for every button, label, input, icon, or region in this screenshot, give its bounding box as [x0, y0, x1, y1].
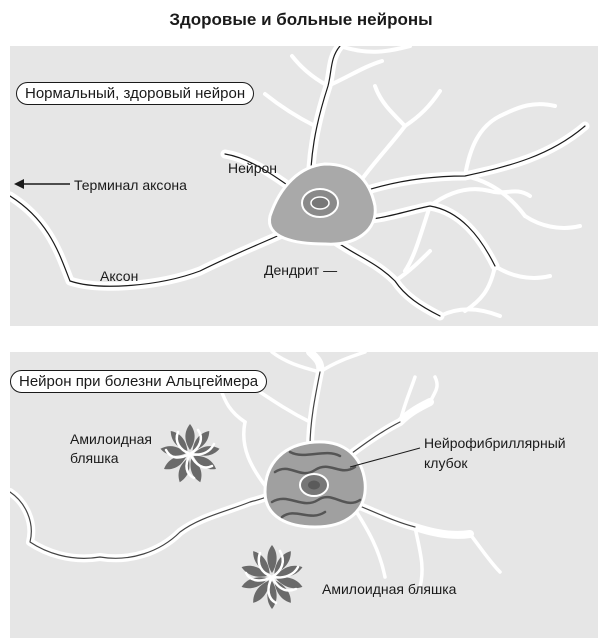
- dendrite-label: Дендрит —: [264, 262, 338, 278]
- neurofibrillary-tangle-label: Нейрофибриллярный клубок: [424, 435, 566, 471]
- diagram-title: Здоровые и больные нейроны: [169, 10, 433, 29]
- amyloid-plaque-label-2: Амилоидная бляшка: [322, 581, 457, 597]
- healthy-neuron-illustration: [10, 46, 590, 321]
- amyloid-plaque-2: [241, 545, 303, 609]
- axon-terminal-label: Терминал аксона: [74, 177, 187, 193]
- healthy-neuron-caption: Нормальный, здоровый нейрон: [16, 82, 255, 105]
- amyloid-plaque-1: [160, 424, 220, 483]
- alzheimer-neuron-panel: Нейрон при болезни Альцгеймера Амилоидна…: [10, 352, 598, 638]
- neuron-label: Нейрон: [228, 160, 278, 176]
- alzheimer-neuron-caption: Нейрон при болезни Альцгеймера: [10, 370, 268, 393]
- alzheimer-neuron-illustration: [10, 352, 502, 609]
- axon-label: Аксон: [100, 268, 139, 284]
- amyloid-plaque-label-1: Амилоидная бляшка: [70, 431, 152, 466]
- healthy-neuron-panel: Нормальный, здоровый нейрон Нейрон Терми…: [10, 46, 598, 326]
